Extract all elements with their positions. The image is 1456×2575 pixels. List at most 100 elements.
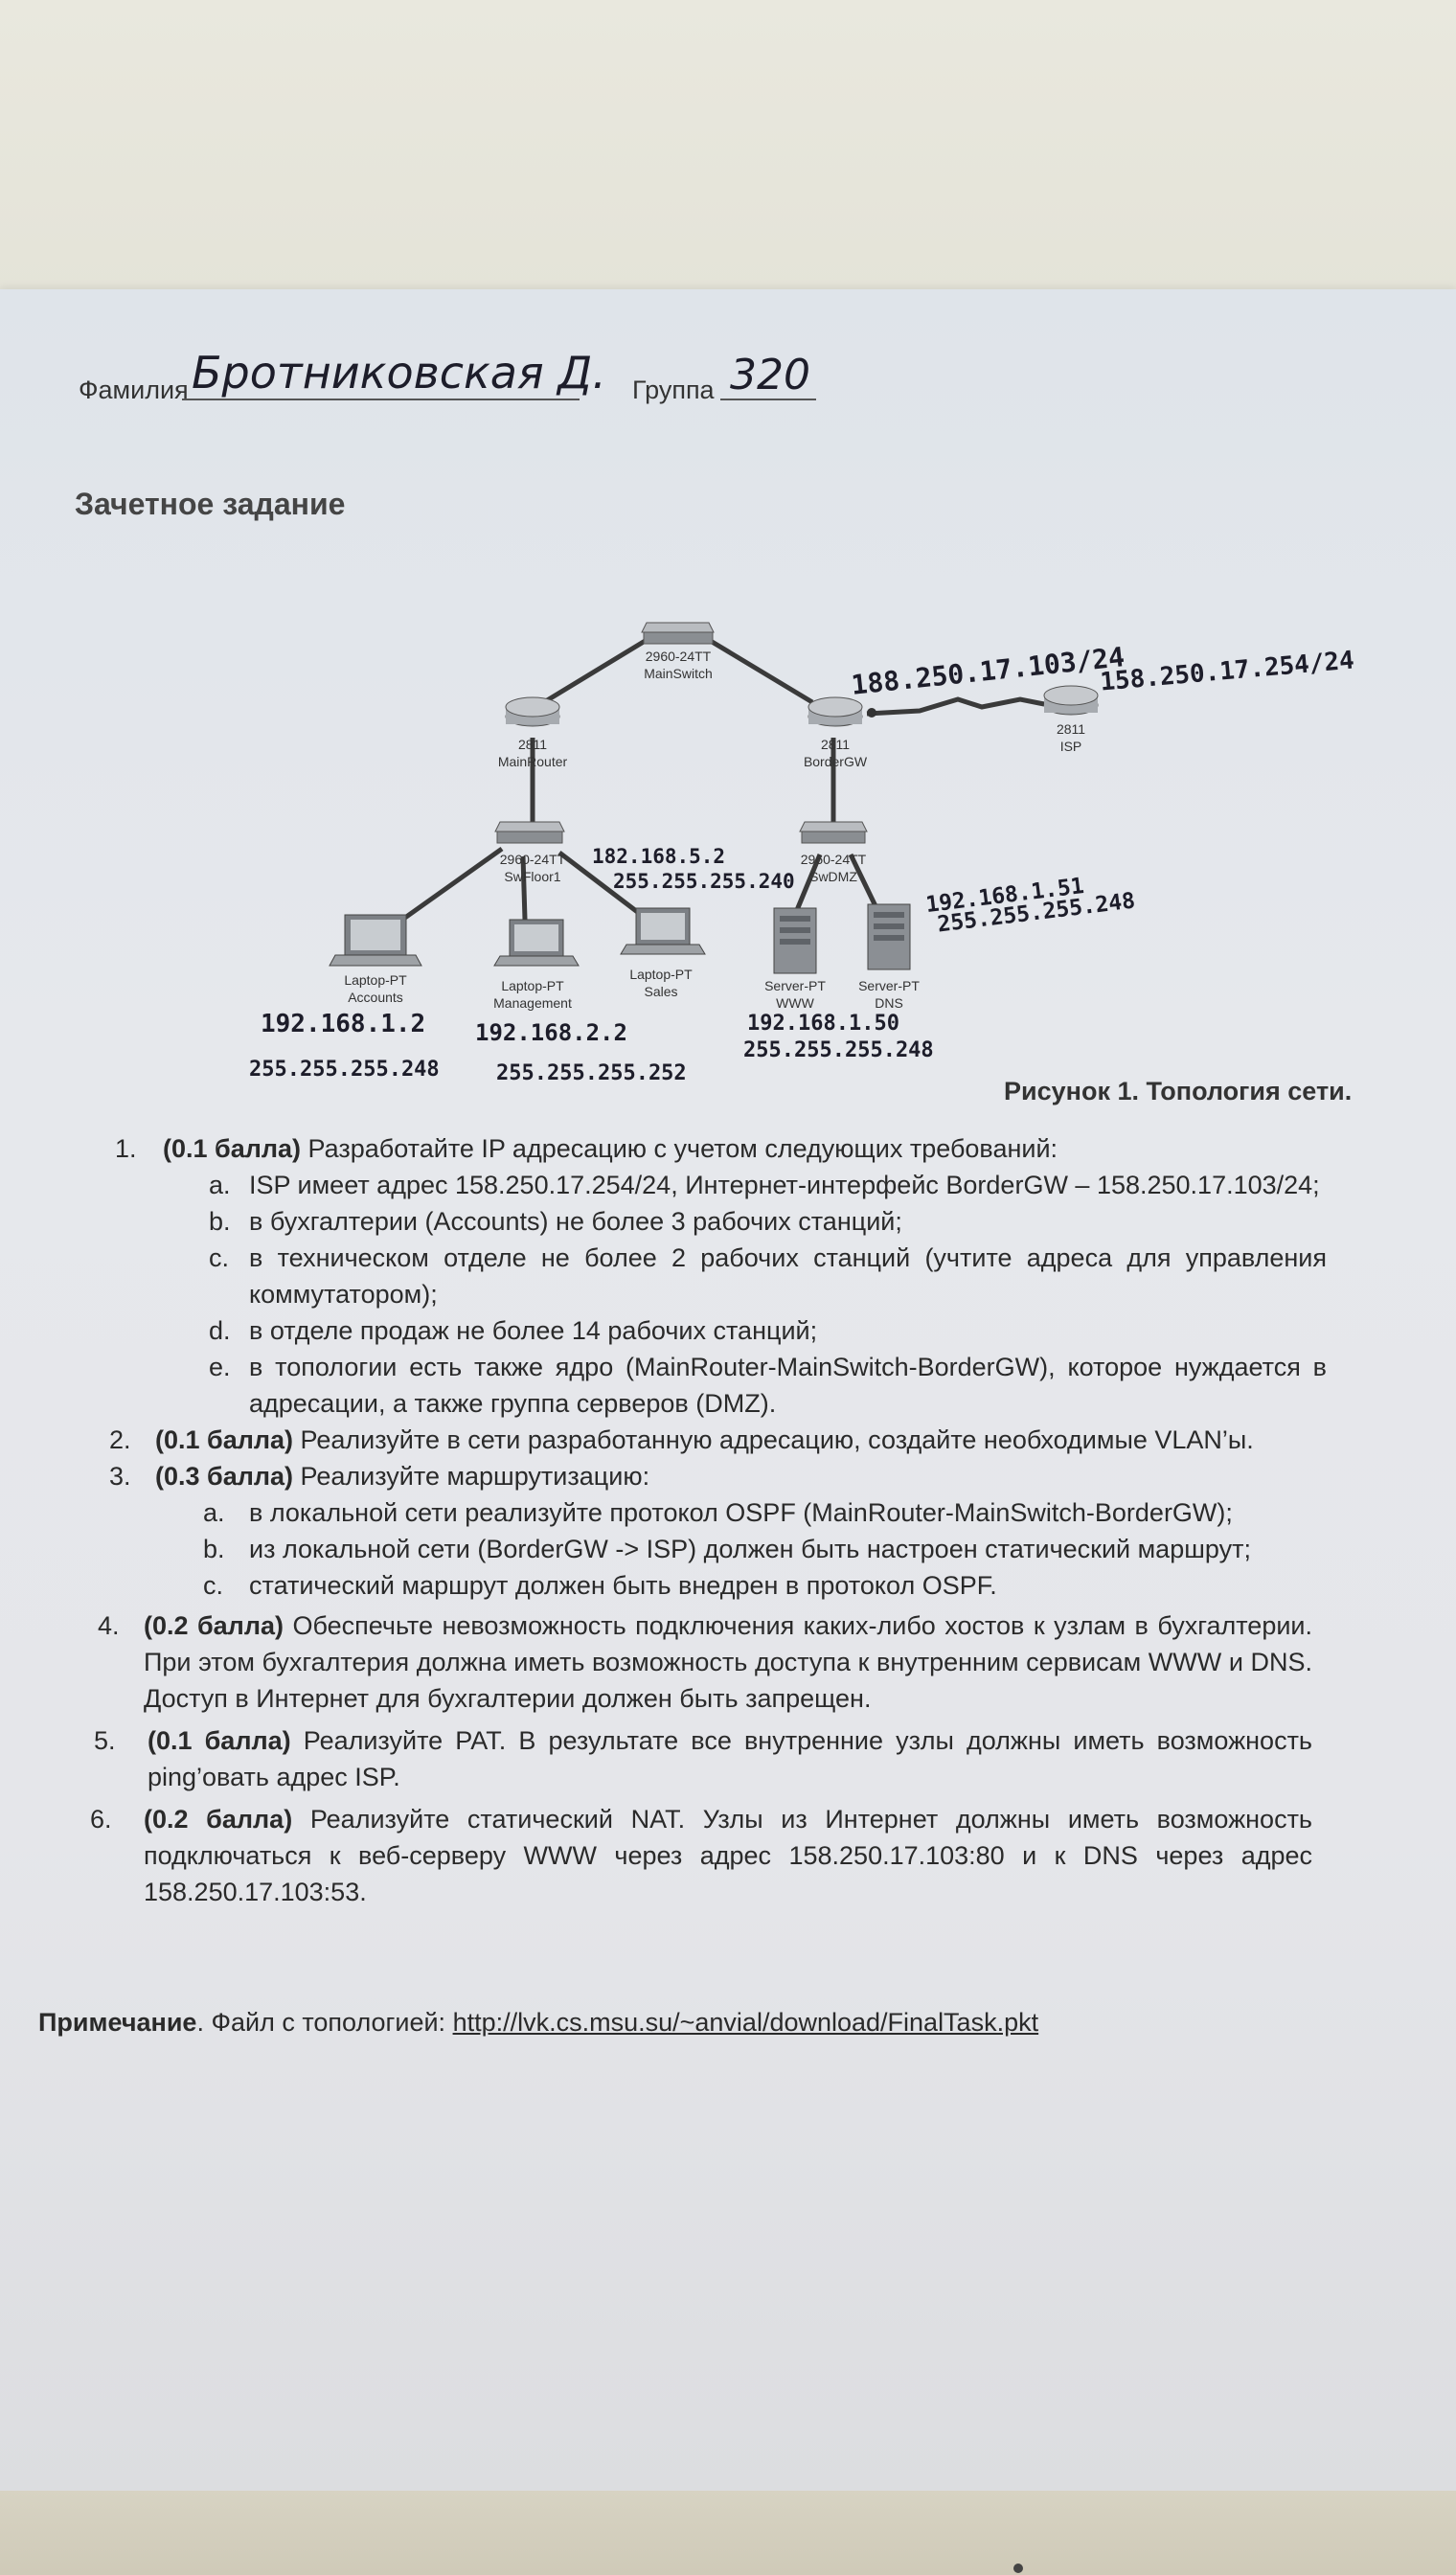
border-gw-icon bbox=[808, 696, 863, 727]
task-points: (0.1 балла) bbox=[163, 1134, 302, 1163]
laptop-management-icon bbox=[493, 919, 580, 967]
border-gw-model: 2811 bbox=[821, 737, 850, 752]
task-text: Реализуйте статический NAT. Узлы из Инте… bbox=[144, 1805, 1312, 1906]
note: Примечание. Файл с топологией: http://lv… bbox=[38, 2004, 1038, 2040]
border-gw-name: BorderGW bbox=[804, 754, 868, 769]
main-router-model: 2811 bbox=[518, 737, 547, 752]
handwritten-management-mask: 255.255.255.252 bbox=[496, 1061, 687, 1085]
handwritten-accounts-mask: 255.255.255.248 bbox=[249, 1058, 440, 1082]
topology-file-link[interactable]: http://lvk.cs.msu.su/~anvial/download/Fi… bbox=[452, 2008, 1039, 2037]
task-points: (0.2 балла) bbox=[144, 1611, 284, 1640]
laptop-sales-name: Sales bbox=[644, 984, 677, 999]
link-swfloor1-management bbox=[520, 855, 528, 921]
subtask-item: c. статический маршрут должен быть внедр… bbox=[115, 1567, 1360, 1604]
group-handwritten: 320 bbox=[730, 351, 810, 399]
swfloor1-model: 2960-24TT bbox=[500, 852, 566, 867]
subtask-letter: a. bbox=[209, 1171, 231, 1199]
task-number: 6. bbox=[90, 1805, 112, 1834]
handwritten-www-ip: 192.168.1.50 bbox=[747, 1012, 899, 1036]
handwritten-management-ip: 192.168.2.2 bbox=[475, 1019, 627, 1046]
link-swfloor1-sales bbox=[557, 851, 649, 922]
main-router-icon bbox=[505, 696, 560, 727]
subtask-letter: d. bbox=[209, 1316, 231, 1345]
subtask-item: c. в техническом отделе не более 2 рабоч… bbox=[115, 1240, 1327, 1312]
group-label: Группа bbox=[632, 376, 715, 404]
surname-line bbox=[182, 399, 580, 400]
task-number: 2. bbox=[109, 1425, 131, 1454]
task-item: 4. (0.2 балла) Обеспечьте невозможность … bbox=[98, 1607, 1313, 1717]
handwritten-www-mask: 255.255.255.248 bbox=[743, 1038, 934, 1062]
laptop-sales-icon bbox=[620, 907, 706, 955]
subtask-item: b. в бухгалтерии (Accounts) не более 3 р… bbox=[115, 1203, 1327, 1240]
laptop-accounts-name: Accounts bbox=[348, 990, 403, 1005]
subtask-item: e. в топологии есть также ядро (MainRout… bbox=[115, 1349, 1327, 1422]
subtask-letter: e. bbox=[209, 1353, 231, 1381]
surname-label: Фамилия bbox=[79, 376, 189, 404]
handwritten-accounts-ip: 192.168.1.2 bbox=[261, 1010, 426, 1038]
paper-sheet bbox=[0, 289, 1456, 2493]
link-swdmz-dns bbox=[848, 853, 880, 912]
task-text: Разработайте IP адресацию с учетом следу… bbox=[301, 1134, 1058, 1163]
task-points: (0.1 балла) bbox=[148, 1726, 291, 1755]
task-text: Обеспечьте невозможность подключения как… bbox=[144, 1611, 1313, 1713]
task-item: 5. (0.1 балла) Реализуйте PAT. В результ… bbox=[94, 1722, 1312, 1795]
subtask-letter: c. bbox=[203, 1571, 224, 1600]
subtask-text: статический маршрут должен быть внедрен … bbox=[249, 1571, 997, 1600]
subtask-text: в локальной сети реализуйте протокол OSP… bbox=[249, 1498, 1233, 1527]
laptop-accounts-model: Laptop-PT bbox=[344, 972, 407, 988]
subtask-letter: b. bbox=[209, 1207, 231, 1236]
task-item: 2. (0.1 балла) Реализуйте в сети разрабо… bbox=[109, 1422, 1360, 1458]
task-number: 1. bbox=[115, 1134, 137, 1163]
subtask-text: в топологии есть также ядро (MainRouter-… bbox=[249, 1353, 1327, 1418]
server-dns-model: Server-PT bbox=[858, 978, 920, 993]
main-switch-name: MainSwitch bbox=[644, 666, 713, 681]
topology-links bbox=[400, 634, 1045, 923]
laptop-management-model: Laptop-PT bbox=[501, 978, 564, 993]
subtask-text: в отделе продаж не более 14 рабочих стан… bbox=[249, 1316, 818, 1345]
link-bordergw-isp bbox=[866, 696, 1045, 717]
task-text: Реализуйте в сети разработанную адресаци… bbox=[293, 1425, 1254, 1454]
link-swdmz-www bbox=[794, 854, 823, 911]
task-points: (0.1 балла) bbox=[155, 1425, 294, 1454]
server-www-icon bbox=[773, 907, 817, 974]
table-mark bbox=[1013, 2564, 1023, 2573]
link-swfloor1-accounts bbox=[400, 846, 504, 923]
server-dns-icon bbox=[867, 903, 911, 970]
laptop-sales-model: Laptop-PT bbox=[629, 967, 693, 982]
isp-model: 2811 bbox=[1057, 721, 1085, 737]
link-endpoint-dot bbox=[867, 708, 876, 718]
subtask-text: ISP имеет адрес 158.250.17.254/24, Интер… bbox=[249, 1171, 1320, 1199]
background-wall bbox=[0, 0, 1456, 307]
task-item: 6. (0.2 балла) Реализуйте статический NA… bbox=[90, 1801, 1312, 1910]
main-switch-model: 2960-24TT bbox=[646, 649, 712, 664]
subtask-item: d. в отделе продаж не более 14 рабочих с… bbox=[115, 1312, 1327, 1349]
subtask-item: a. в локальной сети реализуйте протокол … bbox=[115, 1494, 1360, 1531]
note-text: . Файл с топологией: bbox=[196, 2008, 453, 2037]
task-number: 4. bbox=[98, 1611, 120, 1640]
subtask-text: в техническом отделе не более 2 рабочих … bbox=[249, 1243, 1327, 1309]
group-line bbox=[720, 399, 816, 400]
subtask-letter: b. bbox=[203, 1535, 225, 1563]
task-points: (0.3 балла) bbox=[155, 1462, 294, 1491]
task-text: Реализуйте маршрутизацию: bbox=[293, 1462, 650, 1491]
page-title: Зачетное задание bbox=[75, 487, 346, 521]
subtask-letter: a. bbox=[203, 1498, 225, 1527]
surname-handwritten: Бротниковская Д. bbox=[192, 347, 606, 399]
swdmz-model: 2960-24TT bbox=[801, 852, 867, 867]
subtask-text: в бухгалтерии (Accounts) не более 3 рабо… bbox=[249, 1207, 902, 1236]
link-mainswitch-bordergw bbox=[702, 634, 814, 705]
task-list: 1. (0.1 балла) Разработайте IP адресацию… bbox=[90, 1130, 1360, 1910]
link-mainswitch-mainrouter bbox=[542, 634, 653, 705]
swfloor1-switch-icon bbox=[494, 821, 565, 844]
task-number: 3. bbox=[109, 1462, 131, 1491]
swdmz-switch-icon bbox=[799, 821, 868, 844]
subtask-item: b. из локальной сети (BorderGW -> ISP) д… bbox=[115, 1531, 1360, 1567]
main-switch-icon bbox=[641, 622, 715, 645]
swdmz-name: SwDMZ bbox=[809, 869, 857, 884]
task-points: (0.2 балла) bbox=[144, 1805, 293, 1834]
isp-router-icon bbox=[1043, 685, 1099, 716]
main-router-name: MainRouter bbox=[498, 754, 568, 769]
handwritten-sales-mask: 255.255.255.240 bbox=[613, 870, 795, 893]
server-www-name: WWW bbox=[776, 995, 814, 1011]
task-item: 3. (0.3 балла) Реализуйте маршрутизацию: bbox=[109, 1458, 1360, 1494]
